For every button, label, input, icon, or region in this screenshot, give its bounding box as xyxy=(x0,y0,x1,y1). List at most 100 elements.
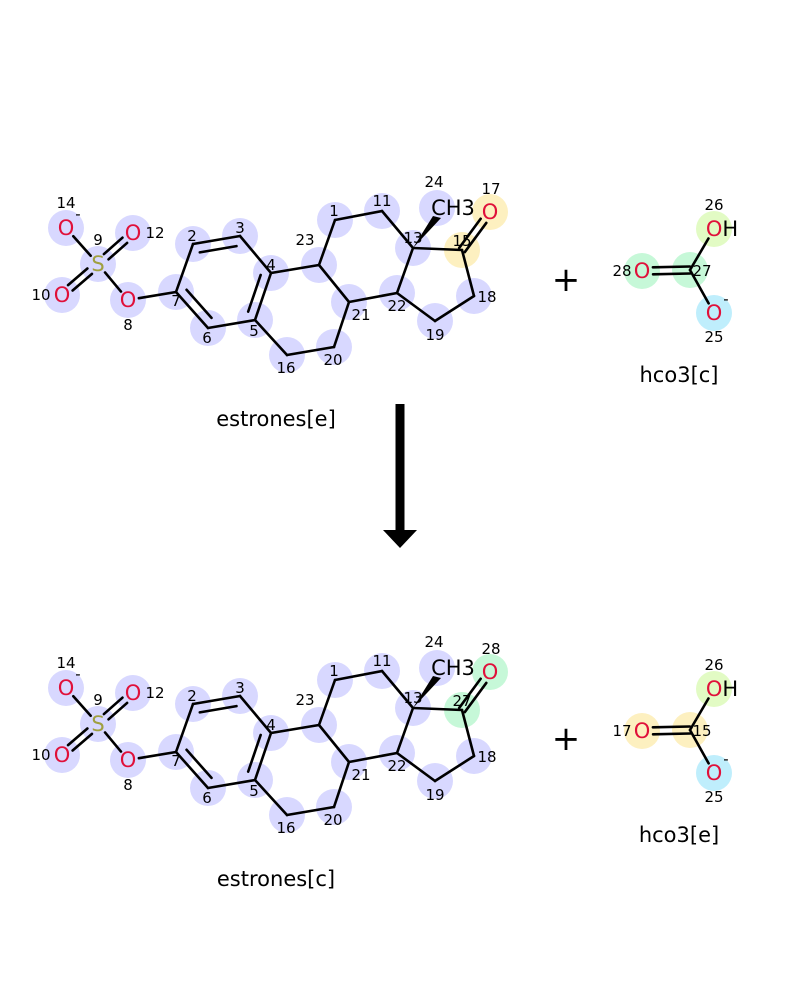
bond xyxy=(285,805,336,817)
reaction-arrow xyxy=(383,404,417,548)
bond xyxy=(269,263,321,275)
bond xyxy=(411,706,464,712)
atom-number: 21 xyxy=(351,766,370,784)
bond xyxy=(238,234,273,275)
double-bond xyxy=(651,725,692,729)
charge-label: - xyxy=(75,205,80,223)
bonds xyxy=(651,237,710,305)
double-bond xyxy=(651,272,692,276)
atom-number: 3 xyxy=(235,219,245,237)
atom-number: 24 xyxy=(424,173,443,191)
double-bond xyxy=(463,221,488,254)
atom-number: 17 xyxy=(481,180,500,198)
atom-number: 18 xyxy=(477,288,496,306)
atom-number: 22 xyxy=(387,297,406,315)
atom-highlight xyxy=(472,654,508,690)
bond xyxy=(103,731,123,753)
atom-number: 19 xyxy=(425,786,444,804)
molecule-name: hco3[c] xyxy=(640,363,719,387)
double-bond xyxy=(651,732,692,736)
bond xyxy=(332,760,351,809)
bond xyxy=(395,751,437,783)
molecule-name: hco3[e] xyxy=(639,823,719,847)
atom-highlight xyxy=(624,713,660,749)
bond xyxy=(460,248,476,298)
atom-number: 17 xyxy=(612,722,631,740)
atom-number: 3 xyxy=(235,679,245,697)
atom-number: 9 xyxy=(93,231,103,249)
atom-number: 26 xyxy=(704,656,723,674)
atom-number: 25 xyxy=(704,328,723,346)
aromatic-bond xyxy=(185,748,213,780)
bond xyxy=(333,209,384,222)
atom-number: 15 xyxy=(692,722,711,740)
atom-number: 23 xyxy=(295,231,314,249)
atom-symbol: S xyxy=(91,712,104,736)
double-bond xyxy=(107,701,129,721)
bond xyxy=(206,778,257,790)
atom-number: 28 xyxy=(612,262,631,280)
bond xyxy=(206,318,257,330)
atom-number: 9 xyxy=(93,691,103,709)
bond xyxy=(317,263,351,304)
atom-number: 23 xyxy=(295,691,314,709)
bond xyxy=(72,234,92,258)
bond xyxy=(347,291,399,304)
bond xyxy=(191,234,242,246)
atom-number: 22 xyxy=(387,757,406,775)
atom-number: 15 xyxy=(452,232,471,250)
atom-number: 12 xyxy=(145,684,164,702)
bond xyxy=(395,291,437,323)
wedge-bond xyxy=(413,676,441,708)
double-bond xyxy=(463,681,488,714)
bond xyxy=(137,290,178,300)
double-bond xyxy=(71,272,94,292)
bond xyxy=(174,290,210,330)
bond xyxy=(253,731,273,782)
bond xyxy=(395,706,415,755)
bond xyxy=(238,694,273,735)
atom-symbol: O xyxy=(58,676,75,700)
atom-highlight xyxy=(115,215,151,251)
molecule-name: estrones[c] xyxy=(217,867,335,891)
atom-number: 5 xyxy=(249,782,259,800)
atom-symbol: O xyxy=(54,283,71,307)
atom-number: 26 xyxy=(704,196,723,214)
plus-sign-reactants: + xyxy=(552,260,581,300)
molecule-name: estrones[e] xyxy=(216,407,336,431)
bond xyxy=(332,300,351,349)
bond xyxy=(317,678,337,727)
atom-number: 11 xyxy=(372,192,391,210)
bond xyxy=(285,345,336,357)
atom-number: 11 xyxy=(372,652,391,670)
atom-highlight xyxy=(472,194,508,230)
atom-symbol: O xyxy=(482,200,499,224)
atom-symbol: O xyxy=(120,748,137,772)
atom-number: 18 xyxy=(477,748,496,766)
atom-symbol-text: O xyxy=(706,217,723,241)
atom-symbol: O xyxy=(482,660,499,684)
bond xyxy=(269,723,321,735)
atom-number: 10 xyxy=(31,746,50,764)
atom-number: 27 xyxy=(692,262,711,280)
bond xyxy=(317,723,351,764)
atom-number: 19 xyxy=(425,326,444,344)
atom-symbol: O xyxy=(125,681,142,705)
atom-symbol: O xyxy=(634,719,651,743)
aromatic-bond xyxy=(198,704,238,714)
atom-highlight xyxy=(696,295,732,331)
atom-number: 8 xyxy=(123,776,133,794)
double-bond xyxy=(651,265,692,269)
double-bond xyxy=(457,677,482,710)
atom-symbol: O xyxy=(120,288,137,312)
bonds xyxy=(66,209,488,357)
atom-number: 20 xyxy=(323,811,342,829)
double-bond xyxy=(102,236,124,256)
bond xyxy=(395,246,415,295)
bond xyxy=(433,754,476,783)
atom-number: 27 xyxy=(452,692,471,710)
bond xyxy=(688,268,710,305)
atom-number: 25 xyxy=(704,788,723,806)
